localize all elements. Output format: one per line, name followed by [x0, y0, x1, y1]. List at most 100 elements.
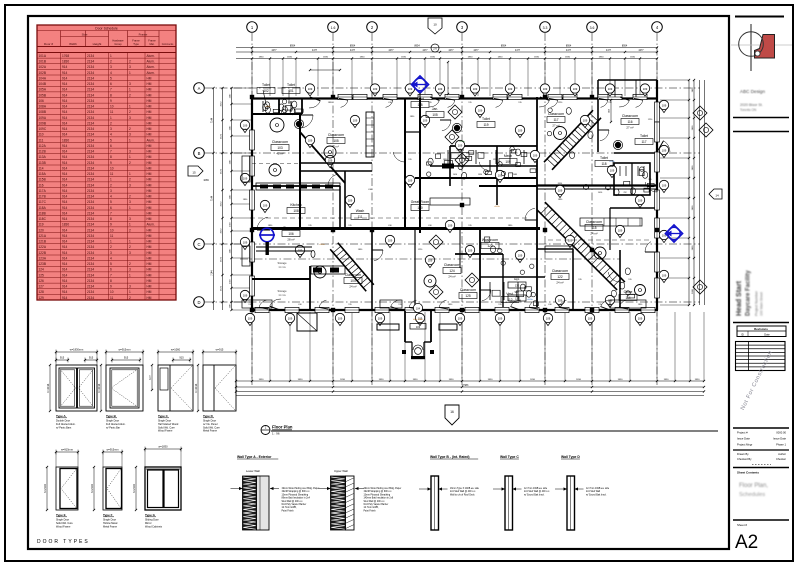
svg-text:121B: 121B [39, 240, 46, 244]
svg-text:3572: 3572 [221, 133, 223, 139]
svg-text:Office: Office [624, 290, 633, 294]
svg-text:1587: 1587 [230, 303, 232, 308]
svg-text:109: 109 [573, 87, 578, 91]
svg-text:1830: 1830 [358, 249, 363, 251]
svg-text:118: 118 [601, 162, 606, 166]
svg-text:109: 109 [263, 204, 268, 208]
svg-text:Type C: Type C [158, 414, 169, 418]
svg-text:HM: HM [147, 178, 152, 182]
svg-text:109: 109 [468, 249, 473, 253]
svg-text:4477: 4477 [350, 50, 356, 52]
svg-text:109: 109 [498, 317, 503, 321]
svg-text:1: 1 [129, 138, 131, 142]
svg-text:w=915mm: w=915mm [61, 448, 73, 452]
svg-text:Classroom: Classroom [622, 114, 638, 118]
svg-text:2: 2 [110, 245, 112, 249]
svg-text:Hollow Metal: Hollow Metal [103, 522, 118, 525]
svg-text:Wash: Wash [356, 209, 365, 213]
svg-text:8: 8 [110, 279, 112, 283]
svg-text:HM: HM [147, 268, 152, 272]
svg-text:Type G: Type G [145, 513, 156, 517]
svg-text:914: 914 [62, 183, 68, 187]
svg-text:2: 2 [129, 93, 131, 97]
svg-text:Toilet: Toilet [600, 156, 608, 160]
svg-text:1: 1 [251, 25, 254, 30]
svg-text:127: 127 [515, 297, 520, 301]
svg-text:Mirror: Mirror [145, 522, 152, 525]
svg-text:Sliding Door: Sliding Door [145, 519, 159, 522]
svg-text:w=1830: w=1830 [158, 445, 168, 449]
svg-text:7144: 7144 [212, 117, 214, 123]
svg-text:2.6: 2.6 [433, 47, 437, 51]
svg-text:Paint Finish: Paint Finish [364, 509, 377, 512]
svg-text:5: 5 [110, 76, 112, 80]
svg-text:3: 3 [129, 116, 131, 120]
svg-text:HM: HM [147, 93, 152, 97]
svg-text:914: 914 [62, 116, 68, 120]
svg-text:1089: 1089 [203, 179, 209, 182]
svg-text:109B: 109B [39, 121, 46, 125]
svg-text:10: 10 [110, 166, 114, 170]
svg-text:109: 109 [583, 119, 588, 123]
svg-text:2134: 2134 [87, 121, 94, 125]
svg-text:1830: 1830 [692, 125, 694, 130]
svg-text:914: 914 [62, 234, 68, 238]
svg-text:8: 8 [110, 93, 112, 97]
svg-text:Classroom: Classroom [283, 226, 299, 230]
svg-text:w=915mm: w=915mm [118, 348, 130, 352]
svg-text:120: 120 [39, 228, 45, 232]
svg-text:114: 114 [625, 296, 630, 300]
svg-text:914: 914 [62, 121, 68, 125]
svg-text:915: 915 [408, 159, 412, 161]
svg-text:Single Door: Single Door [158, 420, 171, 423]
svg-text:109: 109 [338, 317, 343, 321]
svg-text:19mm Wood Siding over Bldg. Pa: 19mm Wood Siding over Bldg. Paper [282, 487, 320, 490]
svg-text:Alum.: Alum. [147, 54, 155, 58]
svg-text:915: 915 [468, 225, 472, 227]
svg-text:2134: 2134 [87, 127, 94, 131]
svg-text:6mil Poly Vapour Barrier: 6mil Poly Vapour Barrier [364, 503, 389, 506]
svg-text:915: 915 [179, 356, 184, 360]
svg-text:Date: Date [764, 333, 770, 337]
svg-text:118B: 118B [39, 211, 46, 215]
svg-text:3: 3 [129, 82, 131, 86]
svg-text:117A: 117A [39, 189, 47, 193]
svg-text:1830: 1830 [576, 379, 582, 381]
svg-text:1 : 96: 1 : 96 [272, 432, 280, 436]
svg-text:915: 915 [518, 102, 522, 104]
svg-text:A: A [198, 86, 201, 91]
svg-text:4477: 4477 [473, 50, 479, 52]
svg-text:10: 10 [110, 105, 114, 109]
svg-text:914: 914 [62, 211, 68, 215]
svg-text:w=915mm: w=915mm [106, 448, 118, 452]
svg-text:HM: HM [147, 279, 152, 283]
svg-text:Wall Type B - (Int. Rated): Wall Type B - (Int. Rated) [430, 455, 470, 459]
svg-text:24 m²: 24 m² [590, 232, 597, 236]
svg-text:Single Door: Single Door [56, 519, 69, 522]
svg-text:24 m²: 24 m² [349, 285, 356, 289]
svg-text:914: 914 [62, 279, 68, 283]
svg-text:9: 9 [110, 99, 112, 103]
svg-text:915: 915 [248, 304, 252, 306]
svg-text:119: 119 [39, 223, 44, 227]
svg-text:3: 3 [129, 251, 131, 255]
svg-text:Classroom: Classroom [345, 273, 361, 277]
svg-text:1587: 1587 [230, 125, 232, 130]
svg-text:3572: 3572 [221, 101, 223, 107]
svg-text:w=1060: w=1060 [171, 348, 181, 352]
svg-text:24 m²: 24 m² [556, 281, 563, 285]
svg-text:1830: 1830 [413, 379, 419, 381]
svg-text:4: 4 [110, 133, 112, 137]
svg-text:Alum.: Alum. [147, 60, 155, 64]
svg-text:915: 915 [628, 279, 632, 281]
svg-text:112B: 112B [39, 150, 46, 154]
svg-text:7: 7 [110, 211, 112, 215]
svg-text:1830: 1830 [565, 56, 571, 58]
svg-text:123: 123 [487, 244, 493, 248]
svg-text:HM: HM [147, 133, 152, 137]
svg-text:117B: 117B [39, 195, 46, 199]
svg-text:1830: 1830 [558, 199, 563, 201]
svg-text:Issue Date: Issue Date [737, 437, 750, 441]
svg-text:HM: HM [147, 161, 152, 165]
svg-text:109: 109 [558, 299, 563, 303]
